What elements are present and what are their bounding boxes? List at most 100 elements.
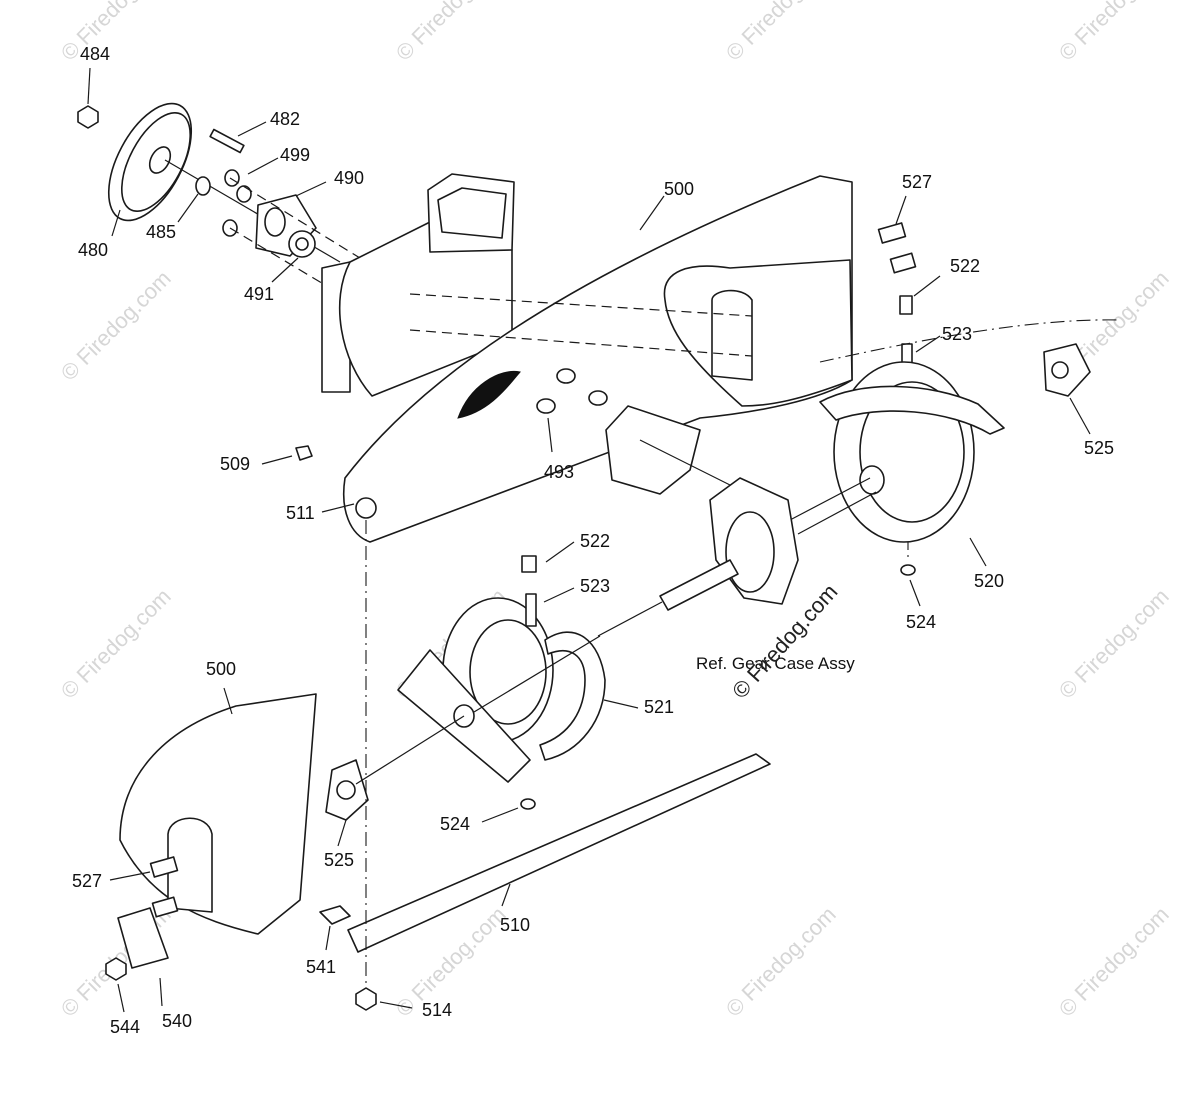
part-labels: 484 482 499 490 500 527 522 480 485 491 … [72, 44, 1114, 1037]
carriage-bolt-527b [151, 896, 179, 918]
part-label: 525 [324, 850, 354, 870]
auger-520 [789, 361, 1005, 543]
shaft-line [355, 715, 465, 785]
part-label: 520 [974, 571, 1004, 591]
key-482 [209, 128, 245, 154]
watermark: © Firedog.com [1054, 902, 1174, 1022]
auger-flight-right [539, 631, 606, 761]
part-label: 490 [334, 168, 364, 188]
bearing-525-bore [1051, 361, 1069, 379]
leader [325, 925, 331, 951]
part-label: 522 [950, 256, 980, 276]
part-label: 509 [220, 454, 250, 474]
leader [639, 195, 665, 231]
auger-shaft [789, 477, 871, 521]
end-panel-500 [119, 693, 317, 935]
nut-544 [105, 957, 127, 981]
leader [501, 883, 511, 907]
hex-nut-484 [77, 105, 99, 129]
bolt-522 [521, 555, 537, 573]
pulley-group [77, 102, 413, 331]
part-label: 522 [580, 531, 610, 551]
part-label: 500 [664, 179, 694, 199]
left-end-panel [105, 520, 771, 1011]
right-end-mount [711, 289, 753, 381]
leader-lines [87, 67, 1091, 1013]
nut-499 [224, 169, 240, 187]
watermark: © Firedog.com [1054, 0, 1174, 66]
leader [969, 537, 987, 567]
part-label: 540 [162, 1011, 192, 1031]
screw-509 [295, 445, 313, 461]
bolt-493 [536, 398, 556, 414]
nut-524 [520, 798, 536, 810]
part-label: 482 [270, 109, 300, 129]
leader [271, 257, 299, 283]
carriage-bolt-527 [877, 222, 907, 244]
shaft-extension [597, 601, 663, 637]
gear-case-cover [725, 511, 775, 593]
leader [295, 181, 327, 197]
part-label: 527 [902, 172, 932, 192]
auger-shaft [473, 635, 601, 713]
skid-540 [117, 907, 169, 969]
carriage-bolt-511 [355, 497, 377, 519]
nut-514 [355, 987, 377, 1011]
leader [159, 977, 163, 1007]
leader [87, 67, 91, 105]
carriage-bolt-527 [149, 856, 179, 878]
part-label: 541 [306, 957, 336, 977]
bearing-525-bore [336, 780, 356, 800]
auger-521 [397, 555, 606, 810]
leader [545, 541, 575, 563]
washer-485 [195, 176, 211, 196]
leader [109, 871, 151, 881]
auger-flight-inner [469, 619, 547, 725]
part-label: 523 [580, 576, 610, 596]
leader [321, 503, 355, 513]
leader [117, 983, 125, 1013]
chute-opening [437, 187, 507, 239]
part-label: 499 [280, 145, 310, 165]
flange-hole [264, 207, 286, 237]
shave-plate-510 [347, 753, 771, 953]
part-label: 511 [286, 503, 315, 523]
watermark: © Firedog.com [721, 0, 841, 66]
part-label: 510 [500, 915, 530, 935]
watermark: © Firedog.com [721, 902, 841, 1022]
auger-hub [859, 465, 885, 495]
leader [111, 209, 121, 237]
leader [223, 687, 233, 715]
leader [543, 587, 575, 603]
part-label: 521 [644, 697, 674, 717]
part-label: 493 [544, 462, 574, 482]
part-label: 500 [206, 659, 236, 679]
bolt-493c [588, 390, 608, 406]
carriage-bolt-527b [889, 252, 917, 274]
part-label: 491 [244, 284, 274, 304]
leader [909, 579, 921, 607]
reference-note: Ref. Gear Case Assy [696, 654, 855, 673]
part-label: 524 [440, 814, 470, 834]
part-label: 525 [1084, 438, 1114, 458]
leader [177, 193, 199, 223]
part-label: 485 [146, 222, 176, 242]
auger-flight-inner [859, 381, 965, 523]
watermark: © Firedog.com [56, 0, 176, 66]
leader [547, 417, 553, 453]
gear-case-assembly [597, 405, 799, 637]
part-label: 523 [942, 324, 972, 344]
part-label: 484 [80, 44, 110, 64]
leader [261, 455, 293, 465]
part-label: 514 [422, 1000, 452, 1020]
part-label: 544 [110, 1017, 140, 1037]
bolt-alignment [409, 329, 753, 357]
bolt-493b [556, 368, 576, 384]
leader [603, 699, 639, 709]
leader [247, 157, 279, 175]
bearing-bore [295, 237, 309, 251]
auger-flight-upper [819, 385, 1005, 435]
nut-524 [900, 564, 916, 576]
